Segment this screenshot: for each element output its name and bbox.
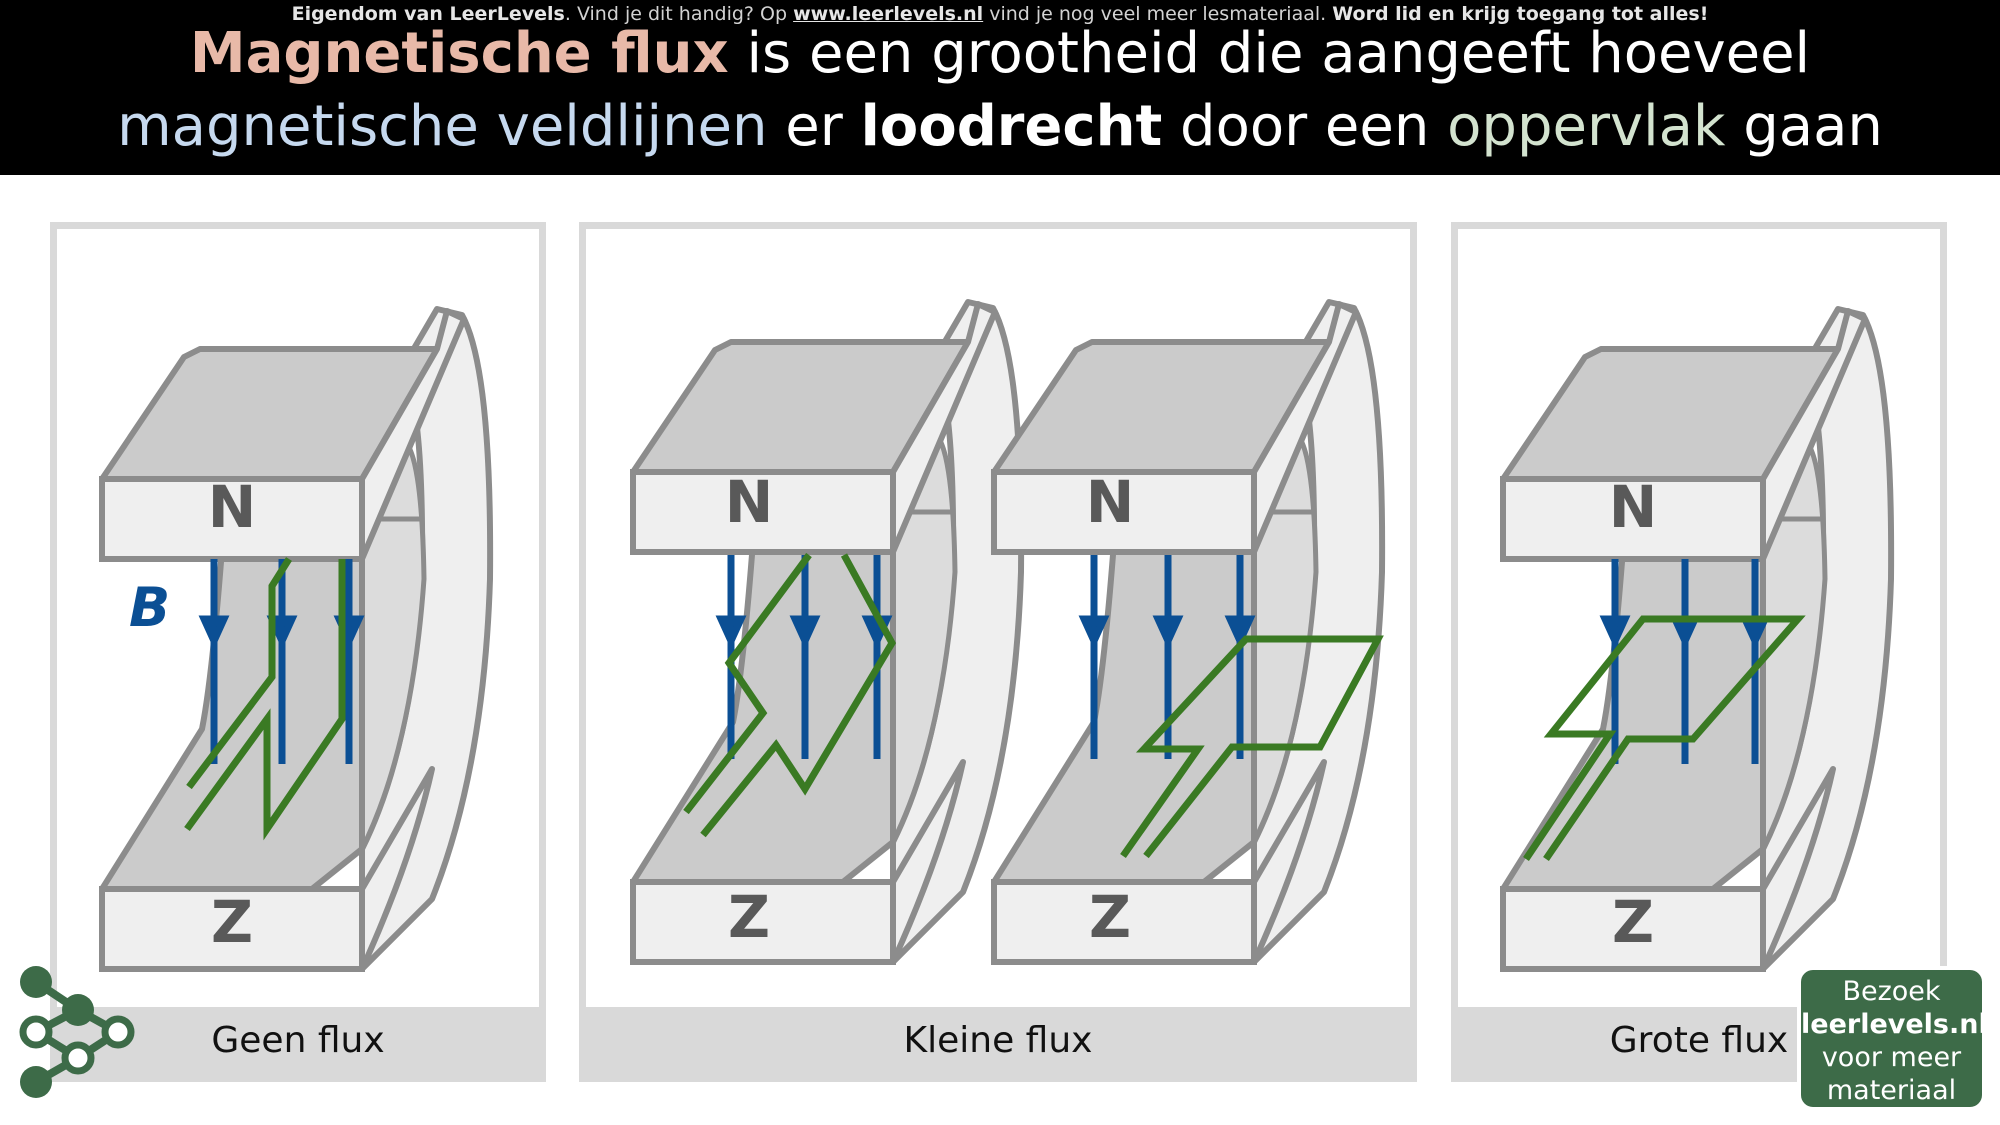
conductor-loop [683,552,897,838]
field-label-b: B [129,576,170,639]
pole-n-label: N [1609,473,1658,541]
pole-n-label: N [208,473,257,541]
title-word-door-een: door een [1162,94,1448,159]
panel-grote-flux: N Z Grote flux [1451,222,1947,1082]
attribution-owner: Eigendom van LeerLevels [291,3,565,25]
pole-z-label: Z [1612,888,1654,956]
title-word-oppervlak: oppervlak [1447,94,1726,159]
title-line1-rest: is een grootheid die aangeeft hoeveel [728,21,1811,86]
title-word-er: er [767,94,861,159]
attribution-bar: Eigendom van LeerLevels. Vind je dit han… [0,3,2000,25]
attribution-link[interactable]: www.leerlevels.nl [793,3,984,25]
title-highlight-flux: Magnetische flux [189,21,729,86]
panel-geen-flux: B N Z Geen flux [50,222,546,1082]
header: Eigendom van LeerLevels. Vind je dit han… [0,0,2000,175]
pole-z-label-2: Z [1089,883,1131,951]
title-word-veldlijnen: veldlijnen [496,94,768,159]
badge-line-1: Bezoek [1842,976,1941,1007]
panel-caption: Geen flux [57,1007,539,1075]
network-nodes-icon [19,966,135,1098]
pole-z-label: Z [211,888,253,956]
title-word-loodrecht: loodrecht [860,94,1163,159]
attribution-text-2: vind je nog veel meer lesmateriaal. [983,3,1333,25]
attribution-cta: Word lid en krijg toegang tot alles! [1332,3,1709,25]
horseshoe-magnet-diagram-1: B N Z [57,229,539,1075]
horseshoe-magnet-diagram-2: N Z N Z [586,229,1410,1075]
conductor-loop [1523,615,1806,861]
badge-line-2: leerlevels.nl [1801,1009,1988,1040]
pole-z-label: Z [728,883,770,951]
horseshoe-magnet-diagram-3: N Z [1458,229,1940,1075]
attribution-text-1: . Vind je dit handig? Op [564,3,794,25]
title-word-magnetische: magnetische [117,94,479,159]
badge-line-3: voor meer [1821,1042,1962,1073]
pole-n-label-2: N [1086,468,1135,536]
visit-leerlevels-button[interactable]: Bezoek leerlevels.nl voor meer materiaal [1797,966,1988,1111]
conductor-loop [1120,635,1384,859]
title-line-1: Magnetische flux is een grootheid die aa… [0,22,2000,86]
pole-n-label: N [725,468,774,536]
title-line-2: magnetische veldlijnen er loodrecht door… [0,95,2000,159]
panel-kleine-flux: N Z N Z Kleine flux [579,222,1417,1082]
field-arrow-head [266,615,298,650]
conductor-loop [184,557,346,841]
panel-caption: Kleine flux [586,1007,1410,1075]
field-arrow-head [198,615,230,650]
badge-line-4: materiaal [1826,1075,1957,1106]
title-word-gaan: gaan [1725,94,1883,159]
